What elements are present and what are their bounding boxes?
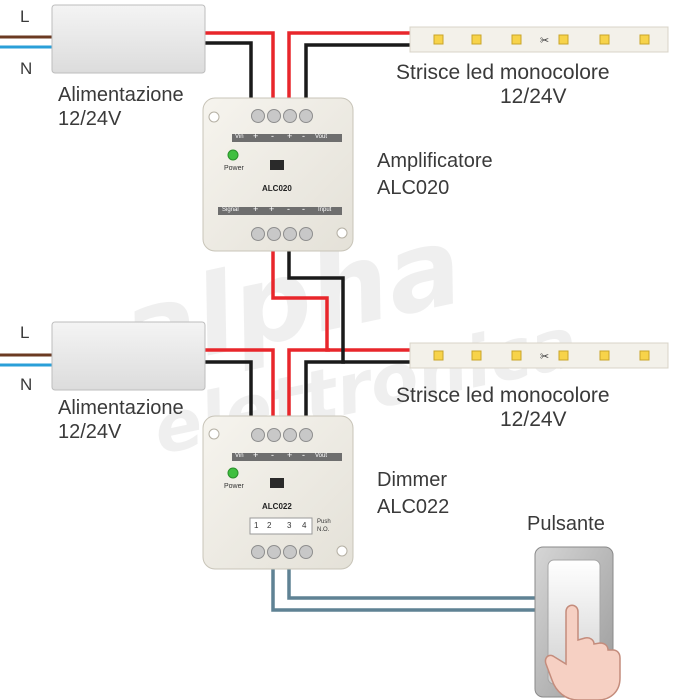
strip-bottom-voltage: 12/24V [500,408,567,431]
strip-top-wires [287,31,410,103]
amplifier-bottom-terminals [251,227,313,241]
dimmer-logo-icon [270,478,284,488]
dimmer-bottom-terminals [251,545,313,559]
dimmer-push-label: Push [317,519,331,525]
dimmer-terminal-minus-1: - [271,450,274,460]
amplifier-signal-minus-1: - [287,204,290,214]
amplifier-signal-plus-1: + [253,204,259,214]
amplifier-module [202,97,354,252]
supply-bottom-title: Alimentazione [58,397,184,419]
power-supply-bottom [51,321,206,391]
strip-bottom-title: Strisce led monocolore [396,384,610,407]
dimmer-terminal-2: 2 [267,521,272,530]
supply-top-title: Alimentazione [58,84,184,106]
dimmer-power-label: Power [224,483,244,490]
strip-top-title: Strisce led monocolore [396,61,610,84]
amplifier-model-label: ALC020 [377,177,450,199]
amplifier-top-terminals [251,109,313,123]
strip-top-voltage: 12/24V [500,85,567,108]
dimmer-terminal-plus-1: + [253,450,259,460]
dimmer-output-wires [287,348,345,420]
amplifier-terminal-minus-2: - [302,131,305,141]
svg-text:✂: ✂ [540,34,549,47]
signal-wires-amplifier-dimmer [271,250,415,364]
dimmer-power-led [227,467,239,479]
mains-wires-top [0,35,52,49]
amplifier-power-led [227,149,239,161]
amplifier-terminal-plus-2: + [287,131,293,141]
mains-wires-bottom [0,353,52,367]
dimmer-vout-label: Vout [315,453,328,459]
amplifier-signal-plus-2: + [269,204,275,214]
mains-line-label: L [20,7,30,26]
power-supply-top [51,4,206,74]
amplifier-vout-label: Vout [315,134,328,140]
dimmer-top-terminals [251,428,313,442]
amplifier-power-label: Power [224,165,244,172]
dimmer-model: ALC022 [262,502,292,511]
amplifier-terminal-plus-1: + [253,131,259,141]
led-strip-bottom-chips [433,350,650,361]
hand-pointer-icon [544,604,621,700]
dimmer-terminal-1: 1 [254,521,259,530]
amplifier-input-label: Input [318,207,332,213]
supply-bottom-output-wires [205,348,275,420]
mains-neutral-label: N [20,59,33,78]
mains-line-label-bottom: L [20,323,30,342]
dimmer-terminal-minus-2: - [302,450,305,460]
amplifier-title: Amplificatore [377,150,493,172]
dimmer-vin-label: Vin [235,453,244,459]
dimmer-no-label: N.O. [317,527,330,533]
pushbutton-title: Pulsante [527,513,605,535]
dimmer-terminal-3: 3 [287,521,292,530]
amplifier-logo-icon [270,160,284,170]
mains-neutral-label-bottom: N [20,375,33,394]
dimmer-terminal-plus-2: + [287,450,293,460]
led-strip-top: ✂ [409,26,669,53]
amplifier-terminal-minus-1: - [271,131,274,141]
supply-top-voltage: 12/24V [58,108,122,130]
amplifier-model: ALC020 [262,184,292,193]
amplifier-signal-minus-2: - [302,204,305,214]
dimmer-model-label: ALC022 [377,496,450,518]
amplifier-signal-label: Signal [222,207,239,213]
amplifier-vin-label: Vin [235,134,244,140]
led-strip-bottom: ✂ [409,342,669,369]
dimmer-title: Dimmer [377,469,447,491]
pushbutton-wires [271,560,540,612]
dimmer-terminal-4: 4 [302,521,307,530]
svg-text:✂: ✂ [540,350,549,363]
dimmer-module [202,415,354,570]
led-strip-top-chips [433,34,650,45]
supply-top-output-wires [205,31,275,103]
supply-bottom-voltage: 12/24V [58,421,122,443]
